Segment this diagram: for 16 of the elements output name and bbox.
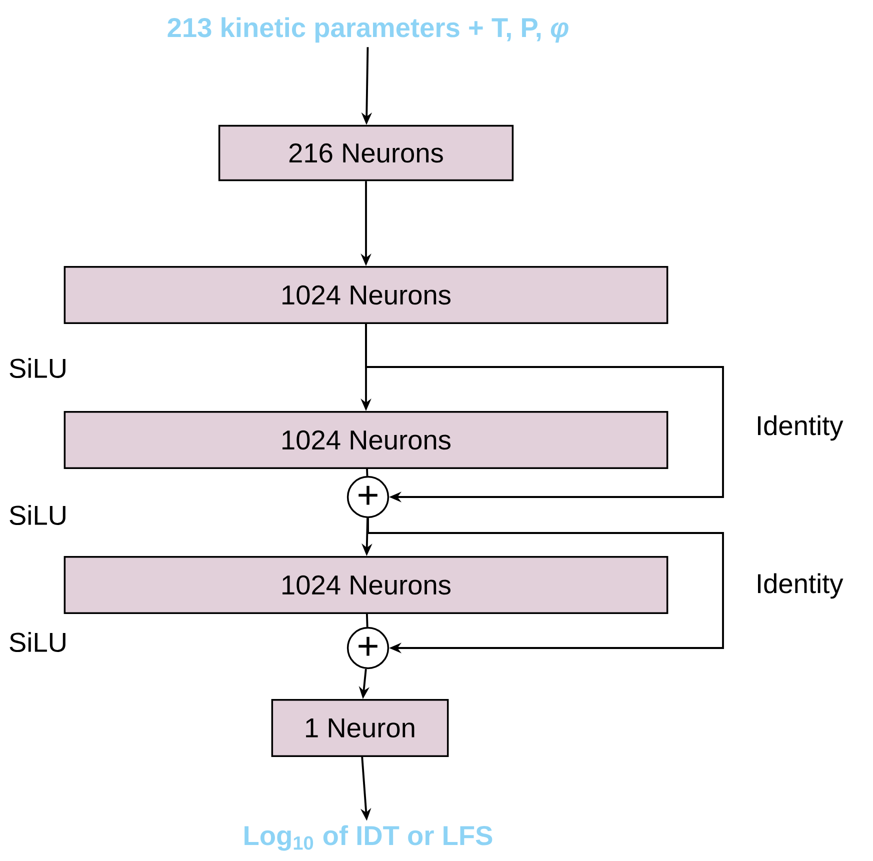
edge-label: Identity xyxy=(758,415,844,441)
layer-box: 1 Neuron xyxy=(271,699,449,757)
layer-box: 1024 Neurons xyxy=(64,266,668,324)
activation-label: SiLU xyxy=(10,632,66,652)
layer-box: 1024 Neurons xyxy=(64,556,668,614)
connector-line xyxy=(366,468,368,476)
output-text: Log$_{10}$ of IDT or LFS xyxy=(244,825,492,851)
skip-connection-arrow xyxy=(367,518,724,654)
connector-line xyxy=(366,614,368,627)
layer-box: 216 Neurons xyxy=(218,124,514,182)
edge-label: Identity xyxy=(758,573,844,599)
layer-box: 1024 Neurons xyxy=(64,411,668,469)
activation-label: SiLU xyxy=(10,505,66,525)
skip-connection-arrow xyxy=(365,324,724,502)
input-text: 213 kinetic parameters + T, P, φ xyxy=(168,17,568,43)
activation-label: SiLU xyxy=(10,358,66,378)
